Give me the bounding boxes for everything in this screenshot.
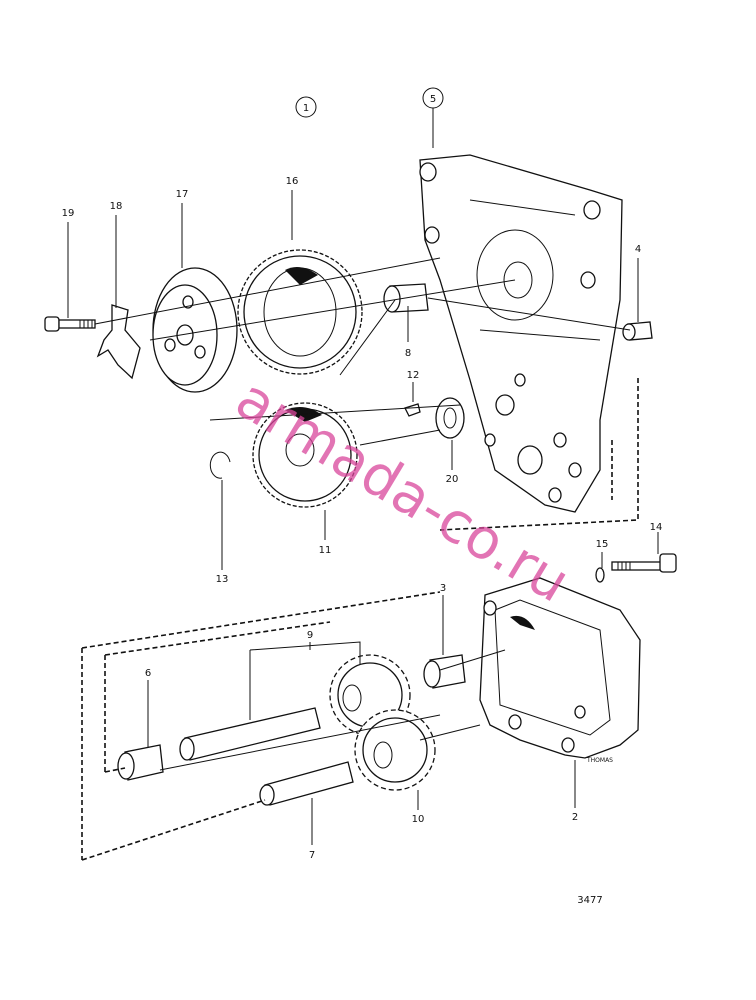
idler-shaft-7 <box>259 761 354 806</box>
callout-2: 2 <box>572 812 578 823</box>
callout-20: 20 <box>446 474 459 485</box>
callout-9: 9 <box>307 630 313 641</box>
callout-11: 11 <box>319 545 332 556</box>
callout-16: 16 <box>286 176 299 187</box>
callout-4: 4 <box>635 244 641 255</box>
pump-housing-2 <box>479 577 641 759</box>
callout-7: 7 <box>309 850 315 861</box>
callout-17: 17 <box>176 189 189 200</box>
callout-6: 6 <box>145 668 151 679</box>
bolt-19 <box>44 316 96 332</box>
key-12 <box>404 403 421 417</box>
callout-15: 15 <box>596 539 609 550</box>
callout-19: 19 <box>62 208 75 219</box>
cover-plate-5 <box>419 154 623 513</box>
circlip-13 <box>209 451 231 479</box>
washer-20 <box>435 397 465 439</box>
drive-shaft-9 <box>179 707 321 761</box>
locking-plate-18 <box>96 304 141 380</box>
bushing-4 <box>622 321 653 341</box>
artist-mark: THOMAS <box>586 757 613 764</box>
callout-circle-5 <box>422 87 444 109</box>
callout-3: 3 <box>440 583 446 594</box>
bolt-14 <box>611 553 677 573</box>
bushing-3 <box>423 654 466 689</box>
callout-13: 13 <box>216 574 229 585</box>
pump-gear-10 <box>354 709 436 791</box>
callout-8: 8 <box>405 348 411 359</box>
timing-gear-16 <box>237 249 363 375</box>
hub-17 <box>152 267 238 393</box>
timing-gear-11 <box>252 402 358 508</box>
spring-washer-15 <box>595 567 605 583</box>
callout-5: 5 <box>430 94 436 105</box>
callout-circle-1 <box>295 96 317 118</box>
callout-18: 18 <box>110 201 123 212</box>
bushing-8 <box>383 283 429 313</box>
callout-12: 12 <box>407 370 420 381</box>
callout-1: 1 <box>303 103 309 114</box>
drawing-number: 3477 <box>577 895 602 906</box>
bushing-6 <box>117 744 164 781</box>
callout-10: 10 <box>412 814 425 825</box>
callout-14: 14 <box>650 522 663 533</box>
